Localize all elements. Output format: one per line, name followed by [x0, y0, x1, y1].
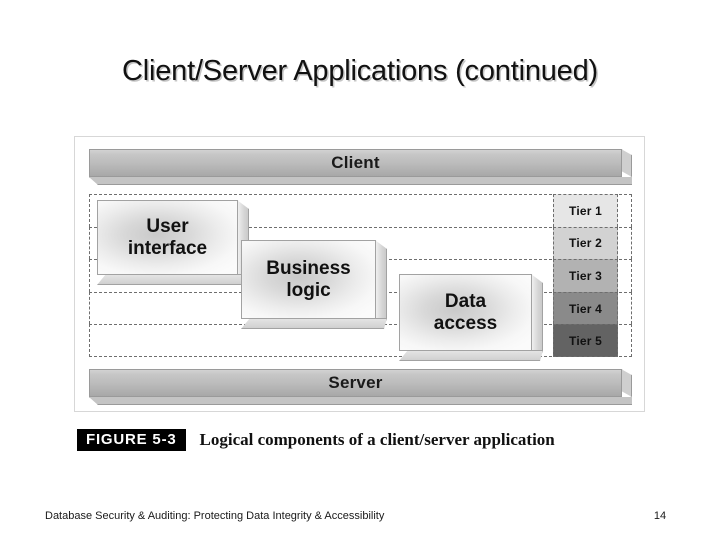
- tier-label-5: Tier 5: [553, 324, 618, 357]
- business-logic-label-line1: Business: [266, 258, 351, 280]
- figure-number-tag: FIGURE 5-3: [77, 429, 186, 451]
- server-bar-face: Server: [89, 369, 622, 397]
- server-bar-label: Server: [328, 373, 383, 392]
- tier-label-5-text: Tier 5: [569, 333, 602, 348]
- component-box-data-access: Data access: [399, 274, 543, 361]
- tier-legend: Tier 1 Tier 2 Tier 3 Tier 4 Tier 5: [553, 194, 618, 357]
- tier-label-1-text: Tier 1: [569, 203, 602, 218]
- tier-label-2-text: Tier 2: [569, 236, 602, 251]
- data-access-face: Data access: [399, 274, 532, 351]
- tier-band-2: [89, 226, 632, 260]
- client-bar-face: Client: [89, 149, 622, 177]
- figure-caption-text: Logical components of a client/server ap…: [199, 430, 555, 449]
- client-bar-bottom-face: [89, 177, 632, 185]
- tier-label-3-text: Tier 3: [569, 268, 602, 283]
- tier-band-5: [89, 324, 632, 357]
- footer-book-title: Database Security & Auditing: Protecting…: [45, 510, 385, 522]
- tier-band-1: [89, 194, 632, 227]
- client-bar: Client: [89, 149, 632, 185]
- user-interface-label-line1: User: [146, 216, 189, 238]
- data-access-side-face: [531, 274, 543, 351]
- tier-label-4: Tier 4: [553, 291, 618, 325]
- footer-page-number: 14: [653, 510, 667, 522]
- data-access-label-line1: Data: [444, 291, 487, 313]
- tier-label-2: Tier 2: [553, 226, 618, 260]
- data-access-bottom-face: [399, 350, 543, 361]
- user-interface-label-line2: interface: [127, 237, 208, 259]
- business-logic-label-line2: logic: [286, 279, 331, 301]
- component-box-business-logic: Business logic: [241, 240, 387, 329]
- component-box-user-interface: User interface: [97, 200, 249, 285]
- client-bar-label: Client: [331, 153, 380, 172]
- figure-caption: FIGURE 5-3 Logical components of a clien…: [77, 429, 555, 451]
- server-bar-bottom-face: [89, 397, 632, 405]
- tier-label-1: Tier 1: [553, 194, 618, 227]
- client-bar-side-face: [621, 149, 632, 177]
- tier-label-3: Tier 3: [553, 259, 618, 292]
- user-interface-face: User interface: [97, 200, 238, 275]
- server-bar-side-face: [621, 369, 632, 397]
- data-access-label-line2: access: [433, 312, 498, 334]
- user-interface-bottom-face: [97, 274, 249, 285]
- business-logic-side-face: [375, 240, 387, 319]
- business-logic-bottom-face: [241, 318, 387, 329]
- tier-label-4-text: Tier 4: [569, 301, 602, 316]
- page-title: Client/Server Applications (continued): [122, 55, 598, 87]
- server-bar: Server: [89, 369, 632, 405]
- business-logic-face: Business logic: [241, 240, 376, 319]
- figure-diagram: Client User interface Business logic Dat…: [74, 136, 645, 412]
